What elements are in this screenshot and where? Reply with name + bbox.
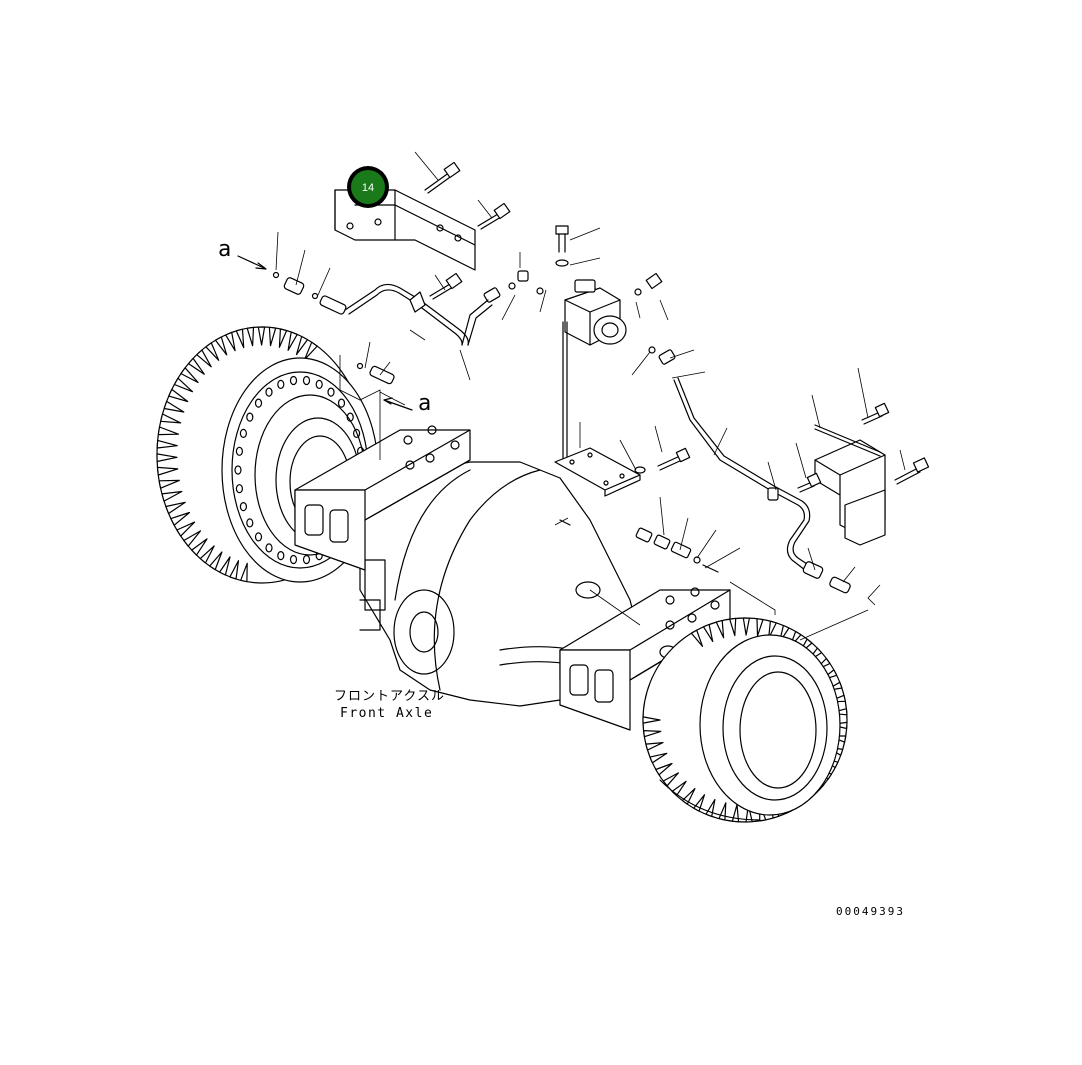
valve-assembly <box>562 279 627 461</box>
hub-bolt <box>254 532 263 542</box>
cooling-fin <box>702 623 714 642</box>
hub-bolt <box>337 398 346 408</box>
cooling-fin <box>219 556 231 576</box>
cooling-fin <box>156 466 179 476</box>
hub-bolt <box>254 398 263 408</box>
section-marker-label: a <box>218 237 231 262</box>
cooling-fin <box>642 716 661 724</box>
cooling-fin <box>671 780 687 797</box>
cooling-fin <box>240 562 248 583</box>
cooling-fin <box>187 357 205 375</box>
leader-lines <box>275 151 906 641</box>
cooling-fin <box>705 798 716 817</box>
caption-japanese: フロントアクスル <box>334 689 445 704</box>
cooling-fin <box>303 341 318 361</box>
cooling-fin <box>156 453 178 463</box>
cooling-fin <box>690 629 704 647</box>
cooling-fin <box>225 331 236 352</box>
cooling-fin <box>180 367 199 384</box>
cooling-fin <box>742 617 750 636</box>
cooling-fin <box>287 331 298 351</box>
hub-bolt <box>289 554 298 565</box>
hub-bolt <box>277 379 285 389</box>
bolts-and-fittings <box>272 161 676 385</box>
cooling-fin <box>745 804 753 823</box>
cooling-fin <box>246 326 255 347</box>
hub-bolt <box>235 484 243 494</box>
hub-bolt <box>327 387 335 397</box>
hub-bolt <box>353 428 361 438</box>
cooling-fin <box>209 551 223 571</box>
brake-tubes <box>344 283 851 594</box>
cooling-fin <box>693 794 706 812</box>
cooling-fin <box>756 618 764 637</box>
cooling-fin <box>158 479 180 489</box>
cooling-fin <box>173 377 194 393</box>
hub-bolt <box>235 446 243 456</box>
hub-bolt <box>315 379 323 389</box>
cooling-fin <box>649 752 668 764</box>
hub-bolt <box>246 412 254 422</box>
left-mounting-block <box>294 425 471 571</box>
hub-bolt <box>265 387 273 397</box>
cooling-fin <box>643 730 662 738</box>
cooling-fin <box>268 326 277 347</box>
cooling-fin <box>205 342 220 361</box>
hub-bolt <box>289 375 298 386</box>
section-marker-label: a <box>418 391 431 416</box>
right-wheel-hub <box>642 617 848 823</box>
cooling-fin <box>235 328 245 349</box>
cooling-fin <box>168 388 189 403</box>
cooling-fin <box>157 426 180 436</box>
cooling-fin <box>156 439 178 449</box>
cooling-fin <box>170 511 191 526</box>
section-marker-top: a <box>218 237 267 270</box>
cooling-fin <box>295 335 309 356</box>
cover-plate <box>554 447 691 497</box>
fitting-parts-middle <box>635 527 719 573</box>
hub-bolt <box>265 543 273 553</box>
cooling-fin <box>229 560 240 580</box>
cooling-fin <box>196 349 212 368</box>
drawing-number: 00049393 <box>836 905 905 918</box>
hub-bolt <box>277 550 285 561</box>
caption-english: Front Axle <box>340 706 433 721</box>
hub-bolt <box>239 502 247 512</box>
cooling-fin <box>165 501 186 515</box>
cooling-fin <box>715 620 725 639</box>
cooling-fin <box>729 617 737 637</box>
cooling-fin <box>161 490 183 502</box>
callout-14-label: 14 <box>362 182 374 194</box>
cooling-fin <box>191 538 208 556</box>
cooling-fin <box>257 326 266 346</box>
right-mounting-block <box>559 587 731 731</box>
cooling-fin <box>768 620 777 639</box>
cooling-fin <box>163 400 185 413</box>
right-guard-bracket <box>797 402 930 546</box>
cooling-fin <box>160 413 182 424</box>
cooling-fin <box>662 772 679 787</box>
hub-bolt <box>234 465 242 475</box>
cooling-fin <box>645 742 664 751</box>
cooling-fin <box>176 521 196 537</box>
cooling-fin <box>183 530 202 547</box>
hub-bolt <box>302 375 311 386</box>
hub-bolt <box>239 428 247 438</box>
mounting-bracket <box>334 189 476 271</box>
cooling-fin <box>655 762 673 776</box>
cooling-fin <box>199 545 215 564</box>
callout-14[interactable]: 14 <box>347 166 389 208</box>
cooling-fin <box>214 336 228 356</box>
section-marker-bottom: a <box>383 391 431 416</box>
cooling-fin <box>278 328 288 348</box>
hub-bolt <box>302 554 311 565</box>
hub-bolt <box>246 518 254 528</box>
